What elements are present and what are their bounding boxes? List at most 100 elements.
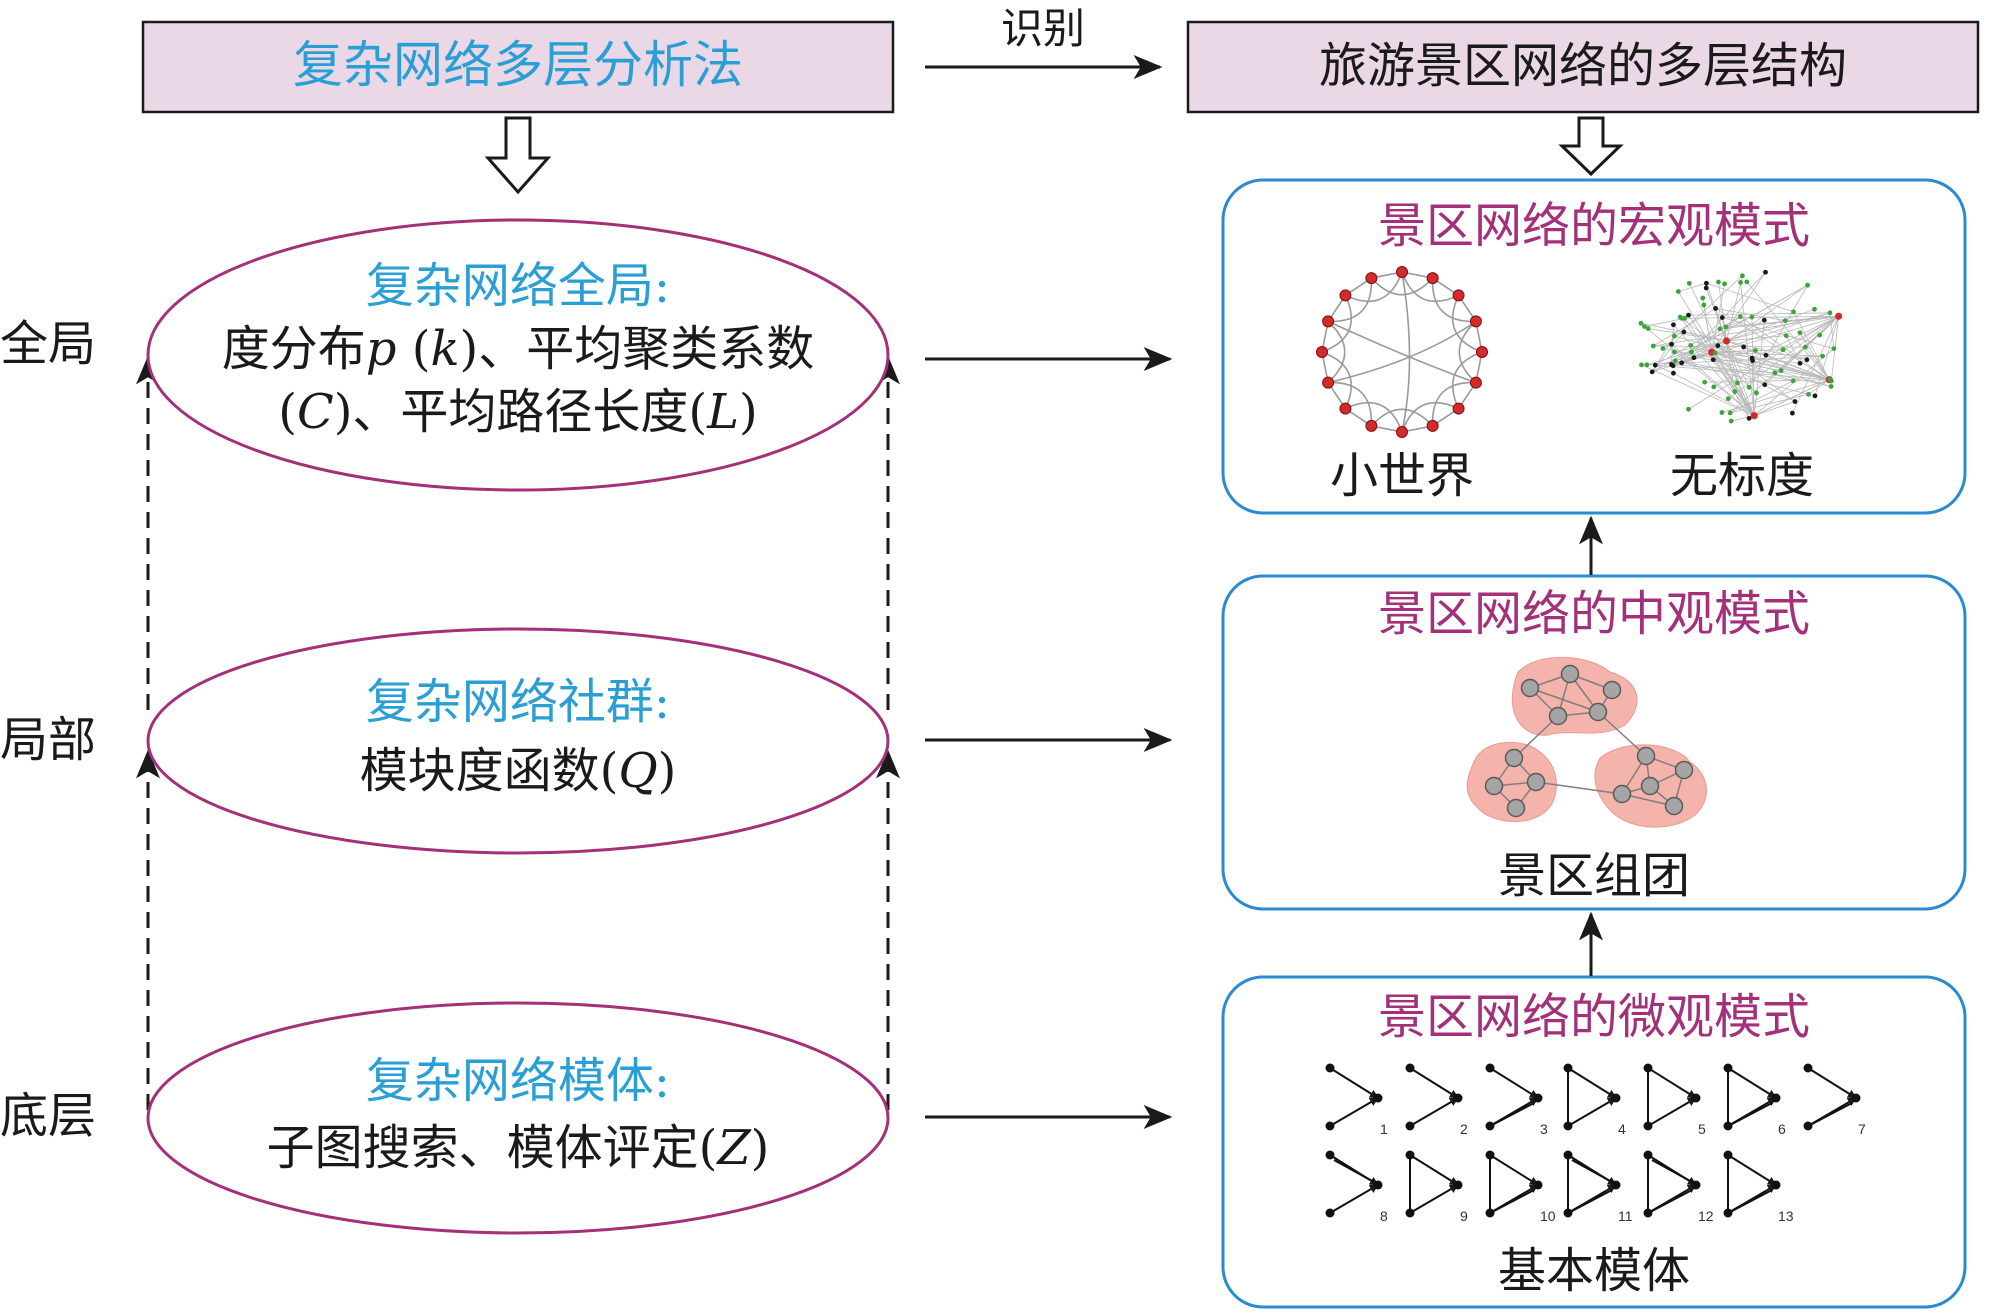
ring-edge [1401,271,1459,303]
network-node [1746,384,1752,390]
network-node [1365,419,1378,432]
network-node [1797,330,1803,336]
motif-node [1405,1063,1415,1073]
network-node [1316,346,1328,358]
motif-edge [1651,1189,1693,1212]
motif-node [1723,1150,1733,1160]
network-node [1789,410,1795,416]
network-node [1645,326,1651,331]
network-node [1675,289,1681,294]
motif-edge [1333,1159,1375,1183]
network-node [1772,370,1778,376]
network-node [1713,306,1718,311]
motif-node [1643,1121,1653,1131]
network-edge [1792,316,1840,414]
network-edge [1681,315,1839,319]
network-node [1671,322,1676,328]
network-node [1754,390,1759,396]
motif-number: 13 [1778,1208,1794,1224]
motif-edge [1807,1067,1857,1099]
motif-edge [1571,1189,1613,1212]
network-edge [1703,304,1713,353]
level-label-local: 局部 [0,712,96,768]
network-edge [1726,335,1787,342]
motif-edge [1727,1067,1777,1099]
ellipse-global-title: 复杂网络全局: [366,258,670,314]
network-edge [1726,275,1743,342]
ring-edge [1327,320,1346,384]
motif-node [1643,1208,1653,1218]
level-label-bottom: 底层 [0,1088,96,1144]
network-edge [1653,315,1839,347]
network-node [1452,402,1465,415]
network-node [1797,360,1803,366]
motif-number: 7 [1858,1121,1866,1137]
network-edge [1711,272,1766,353]
network-node [1639,362,1644,368]
method-box-text: 复杂网络多层分析法 [293,36,743,94]
cluster-node [1636,746,1656,766]
network-edge [1678,282,1707,292]
motif-node [1325,1208,1335,1218]
panel-meso-title: 景区网络的中观模式 [1378,586,1810,642]
network-node [1820,353,1825,359]
motif-edge [1409,1097,1459,1127]
ellipse-global-line2: 度分布p (k)、平均聚类系数 [222,321,815,377]
identify-label: 识别 [1001,4,1085,53]
motif-edge [1329,1184,1379,1214]
ellipse-local: 复杂网络社群: 模块度函数(Q) [146,627,890,855]
ring-edge [1321,351,1353,409]
ellipse-global-line3: (C)、平均路径长度(L) [278,384,758,440]
motif-node [1803,1121,1813,1131]
motif-node [1771,1093,1781,1103]
network-node [1703,280,1709,286]
network-node [1778,368,1784,374]
network-node [1322,376,1335,389]
network-node [1652,362,1658,368]
panel-macro [1221,178,1967,515]
cluster-node [1484,776,1504,796]
structure-box-text: 旅游景区网络的多层结构 [1319,38,1847,94]
network-node [1728,418,1734,424]
network-edge [1754,378,1831,417]
network-node [1686,312,1691,318]
network-node [1835,312,1843,320]
cluster-node [1526,772,1546,792]
motif-edge [1647,1097,1697,1127]
cluster-blob [1466,741,1557,823]
panel-macro-label-scale-free: 无标度 [1670,448,1814,504]
ring-edge [1345,271,1403,303]
network-edge [1808,379,1830,395]
network-node [1723,324,1729,330]
network-node [1469,315,1482,328]
network-node [1782,318,1788,324]
motif-node [1691,1180,1701,1190]
network-edge [1746,281,1830,380]
network-node [1749,314,1755,320]
network-node [1681,329,1687,335]
ellipse-bottom-title: 复杂网络模体: [366,1053,670,1109]
network-edge [1688,312,1830,316]
motif-number: 11 [1618,1208,1633,1224]
ellipse-global: 复杂网络全局: 度分布p (k)、平均聚类系数 (C)、平均路径长度(L) [146,218,890,492]
network-node [1711,384,1717,390]
scenic-clusters-graphic [1466,656,1707,828]
motif-edge [1489,1154,1539,1186]
motif-node [1643,1063,1653,1073]
cluster-node [1664,796,1684,816]
network-node [1715,343,1721,349]
ring-edge [1451,295,1483,353]
ring-edge [1328,381,1373,426]
motif-number: 5 [1698,1121,1706,1137]
motif-number: 1 [1380,1121,1388,1137]
motif-node [1485,1063,1495,1073]
structure-box [1186,20,1980,114]
network-edge [1829,312,1835,349]
network-edge [1754,401,1796,417]
panel-meso-label: 景区组团 [1498,848,1690,904]
motif-edge [1493,1189,1535,1212]
network-node [1722,337,1731,345]
motif-node [1563,1150,1573,1160]
network-node [1727,410,1733,416]
method-box [141,20,895,114]
